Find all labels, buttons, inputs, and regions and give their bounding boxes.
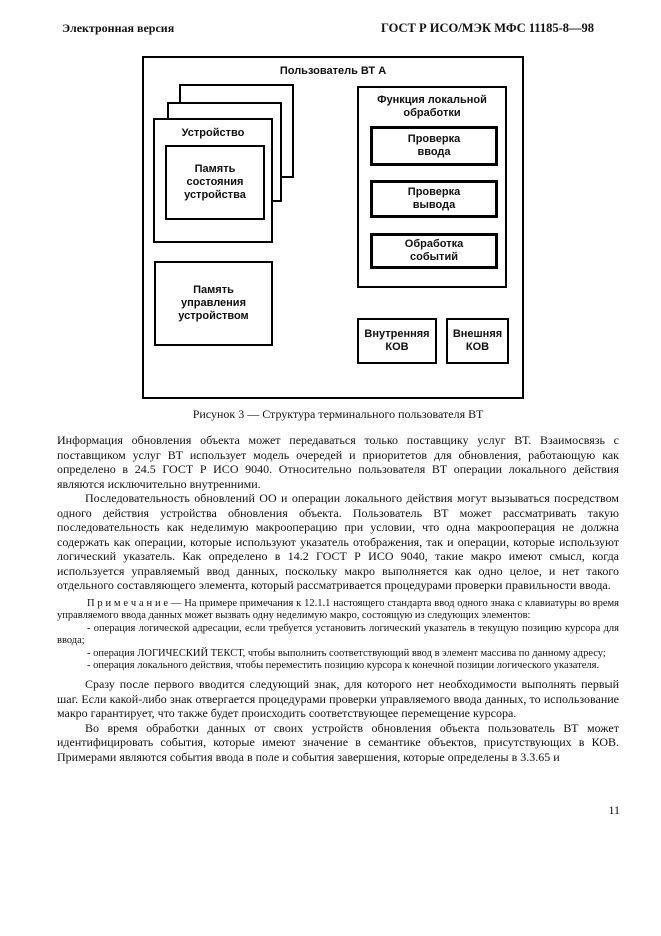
device-label: Устройство [181, 127, 245, 139]
paragraph-update-sequence: Последовательность обновлений ОО и опера… [57, 491, 619, 592]
header-edition-label: Электронная версия [62, 21, 175, 35]
device-card-front: Устройство Память состояния устройства [153, 118, 273, 243]
external-cca-box: Внешняя КОВ [446, 318, 509, 364]
note-item-local-action: - операция локального действия, чтобы пе… [87, 660, 600, 672]
vt-user-label: Пользователь ВТ А [279, 65, 387, 77]
paragraph-next-character: Сразу после первого вводится следующий з… [57, 677, 619, 721]
internal-cca-box: Внутренняя КОВ [357, 318, 437, 364]
body-text: Информация обновления объекта может пере… [57, 433, 619, 764]
page-number: 11 [608, 803, 620, 817]
note-item-logical-text: - операция ЛОГИЧЕСКИЙ ТЕКСТ, чтобы выпол… [87, 647, 606, 659]
device-state-memory-box: Память состояния устройства [165, 145, 265, 220]
note-block: П р и м е ч а н и е — На примере примеча… [57, 598, 619, 674]
input-check-box: Проверка ввода [370, 126, 498, 166]
note-intro: П р и м е ч а н и е — На примере примеча… [57, 597, 619, 622]
device-control-memory-box: Память управления устройством [154, 261, 273, 346]
figure-caption: Рисунок 3 — Структура терминального поль… [192, 407, 484, 421]
paragraph-update-info: Информация обновления объекта может пере… [57, 433, 619, 491]
event-processing-box: Обработка событий [370, 233, 498, 269]
output-check-box: Проверка вывода [370, 180, 498, 218]
local-processing-function-box: Функция локальной обработки Проверка вво… [357, 86, 507, 288]
note-item-logical-addressing: - операция логической адресации, если тр… [57, 622, 619, 647]
local-processing-title: Функция локальной обработки [377, 94, 487, 119]
header-standard-number: ГОСТ Р ИСО/МЭК МФС 11185-8—98 [381, 21, 594, 35]
figure-3-diagram: Пользователь ВТ А Устройство Память сост… [142, 56, 524, 399]
paragraph-event-identification: Во время обработки данных от своих устро… [57, 720, 619, 764]
